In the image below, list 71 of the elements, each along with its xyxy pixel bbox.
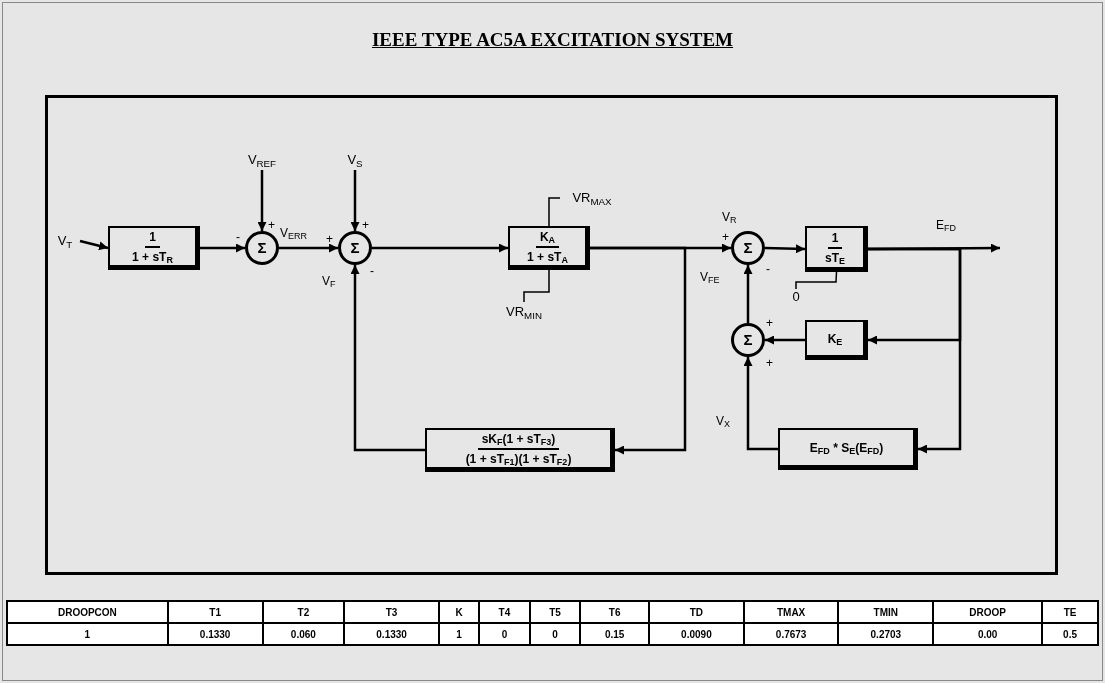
leader-line [795,271,838,290]
table-cell: TMIN [838,601,934,623]
table-cell: 0.0090 [649,623,744,645]
transfer-function-block: sK$_{F}$(1 + sT$_{F3}$) (1 + sT$_{F1}$)(1 + sT$_{F2}$) [425,428,615,472]
table-cell: 0 [529,623,581,645]
summing-junction: Σ [245,231,279,265]
transfer-function-block: 1 sT$_{E}$ [805,226,868,272]
transfer-function-block: K$_{E}$ [805,320,868,360]
signal-label: E$_{FD}$ [936,218,956,232]
signal-arrow [257,170,267,231]
signal-arrow [350,265,425,452]
summing-junction: Σ [338,231,372,265]
table-cell: 0.15 [580,623,650,645]
signal-arrow [590,246,687,455]
signal-label: + [766,316,773,330]
table-cell: DROOP [933,601,1043,623]
signal-arrow [764,244,806,254]
transfer-function-block: E$_{FD}$ * S$_{E}$(E$_{FD}$) [778,428,918,470]
table-cell: 1 [7,623,168,645]
table-cell: 0.1330 [344,623,439,645]
signal-arrow [79,239,109,251]
table-cell: 1 [438,623,480,645]
table-cell: K [438,601,480,623]
signal-label: VR$_{MIN}$ [492,302,556,322]
signal-label: + [722,230,729,244]
table-cell: 0.7673 [743,623,839,645]
signal-label: - [370,264,374,278]
summing-junction: Σ [731,323,765,357]
leader-line [523,269,550,303]
signal-label: + [268,218,275,232]
table-cell: T2 [262,601,345,623]
signal-arrow [743,265,753,323]
signal-arrow [765,335,805,345]
table-cell: TD [649,601,744,623]
signal-label: V$_{T}$ [50,232,80,250]
signal-label: + [326,232,333,246]
signal-arrow [350,170,360,231]
signal-label: V$_{FE}$ [700,270,720,284]
table-cell: T3 [344,601,439,623]
signal-arrow [372,243,508,253]
table-cell: 0.1330 [167,623,263,645]
title: IEEE TYPE AC5A EXCITATION SYSTEM [371,28,734,52]
table-cell: TMAX [743,601,839,623]
table-cell: 0.00 [933,623,1043,645]
table-cell: TE [1042,601,1098,623]
summing-junction: Σ [731,231,765,265]
table-cell: 0.2703 [838,623,934,645]
transfer-function-block: K$_{A}$ 1 + sT$_{A}$ [508,226,590,270]
signal-arrow [200,243,245,253]
table-cell: T5 [529,601,581,623]
table-cell: T1 [167,601,263,623]
leader-line [548,197,561,227]
transfer-function-block: 1 1 + sT$_{R}$ [108,226,200,270]
table-cell: 0 [479,623,530,645]
signal-label: V$_{REF}$ [232,150,292,170]
signal-label: + [766,356,773,370]
signal-label: V$_{X}$ [716,414,731,428]
signal-label: + [362,218,369,232]
table-cell: T6 [580,601,650,623]
signal-label: - [236,230,240,244]
table-cell: DROOPCON [7,601,168,623]
signal-arrow [279,243,338,253]
signal-arrow [868,247,962,454]
signal-label: 0 [789,289,803,305]
table-cell: T4 [479,601,530,623]
signal-label: V$_{S}$ [330,150,380,170]
table-cell: 0.060 [262,623,345,645]
signal-label: - [766,262,770,276]
signal-label: VR$_{MAX}$ [560,188,624,208]
table-cell: 0.5 [1042,623,1098,645]
signal-arrow [743,357,778,451]
